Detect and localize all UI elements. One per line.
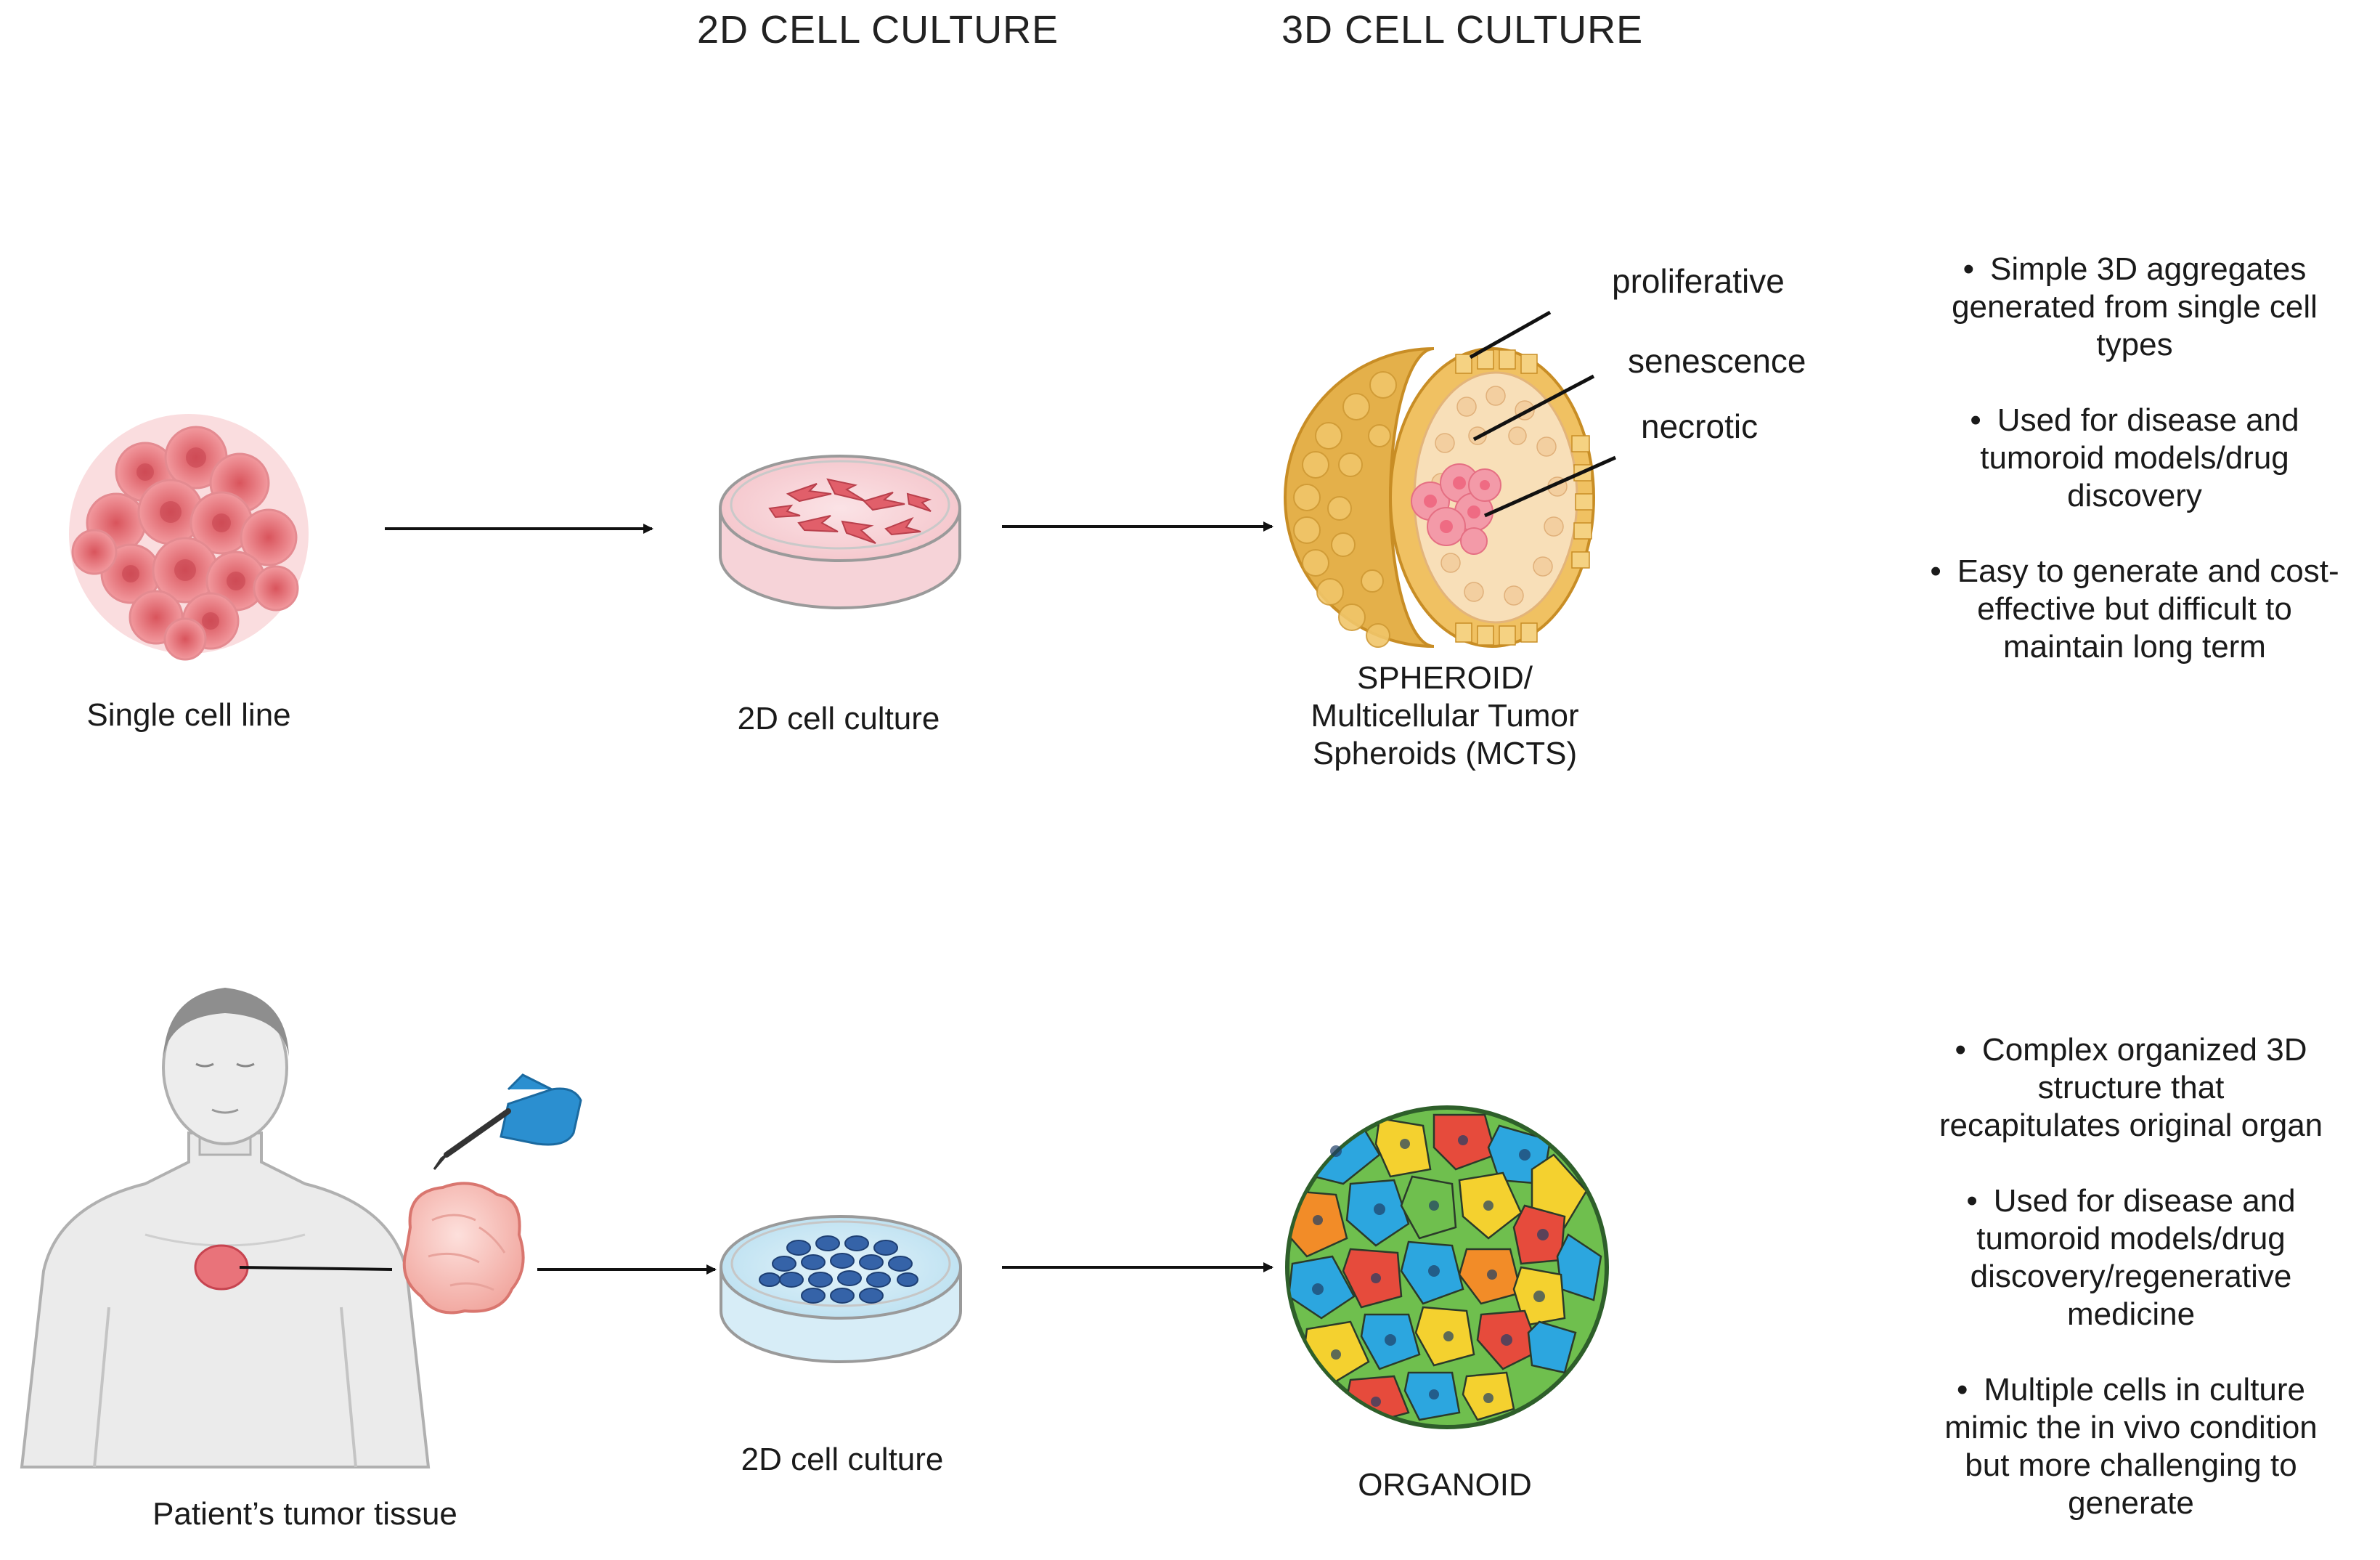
label-spheroid: SPHEROID/ Multicellular Tumor Spheroids … (1256, 659, 1634, 773)
label-spheroid-line-3: Spheroids (MCTS) (1312, 736, 1578, 771)
header-3d-cell-culture: 3D CELL CULTURE (1281, 8, 1644, 52)
spheroid-bullet-3: •Easy to generate and cost- effective bu… (1930, 553, 2339, 665)
zone-label-necrotic: necrotic (1641, 407, 1758, 445)
label-spheroid-line-2: Multicellular Tumor (1311, 698, 1579, 734)
petri-dish-blue-icon (720, 1215, 962, 1363)
label-patients-tumor-tissue: Patient’s tumor tissue (152, 1496, 457, 1532)
label-2d-cell-culture-top: 2D cell culture (737, 701, 940, 736)
label-spheroid-line-1: SPHEROID/ (1356, 660, 1533, 696)
tumor-tissue-icon (402, 1182, 525, 1315)
spheroid-cross-section-icon (1284, 310, 1617, 648)
organoid-bullet-list: •Complex organized 3D structure that rec… (1888, 1031, 2374, 1560)
human-figure-icon (20, 988, 431, 1468)
organoid-bullet-2: •Used for disease and tumoroid models/dr… (1966, 1183, 2296, 1332)
zone-label-senescence: senescence (1628, 342, 1806, 380)
petri-dish-pink-icon (719, 455, 961, 609)
zone-label-proliferative: proliferative (1612, 262, 1785, 300)
scalpel-glove-icon (433, 1073, 582, 1170)
spheroid-bullet-1: •Simple 3D aggregates generated from sin… (1952, 251, 2318, 362)
spheroid-bullet-list: •Simple 3D aggregates generated from sin… (1902, 251, 2367, 704)
spheroid-bullet-2: •Used for disease and tumoroid models/dr… (1970, 402, 2299, 513)
organoid-bullet-1: •Complex organized 3D structure that rec… (1939, 1032, 2323, 1143)
header-2d-cell-culture: 2D CELL CULTURE (697, 8, 1059, 52)
organoid-sphere-icon (1285, 1105, 1609, 1429)
label-2d-cell-culture-bottom: 2D cell culture (741, 1442, 944, 1477)
label-organoid: ORGANOID (1358, 1467, 1532, 1503)
organoid-bullet-3: •Multiple cells in culture mimic the in … (1944, 1372, 2318, 1521)
label-single-cell-line: Single cell line (86, 697, 291, 733)
cell-cluster-icon (69, 414, 309, 661)
